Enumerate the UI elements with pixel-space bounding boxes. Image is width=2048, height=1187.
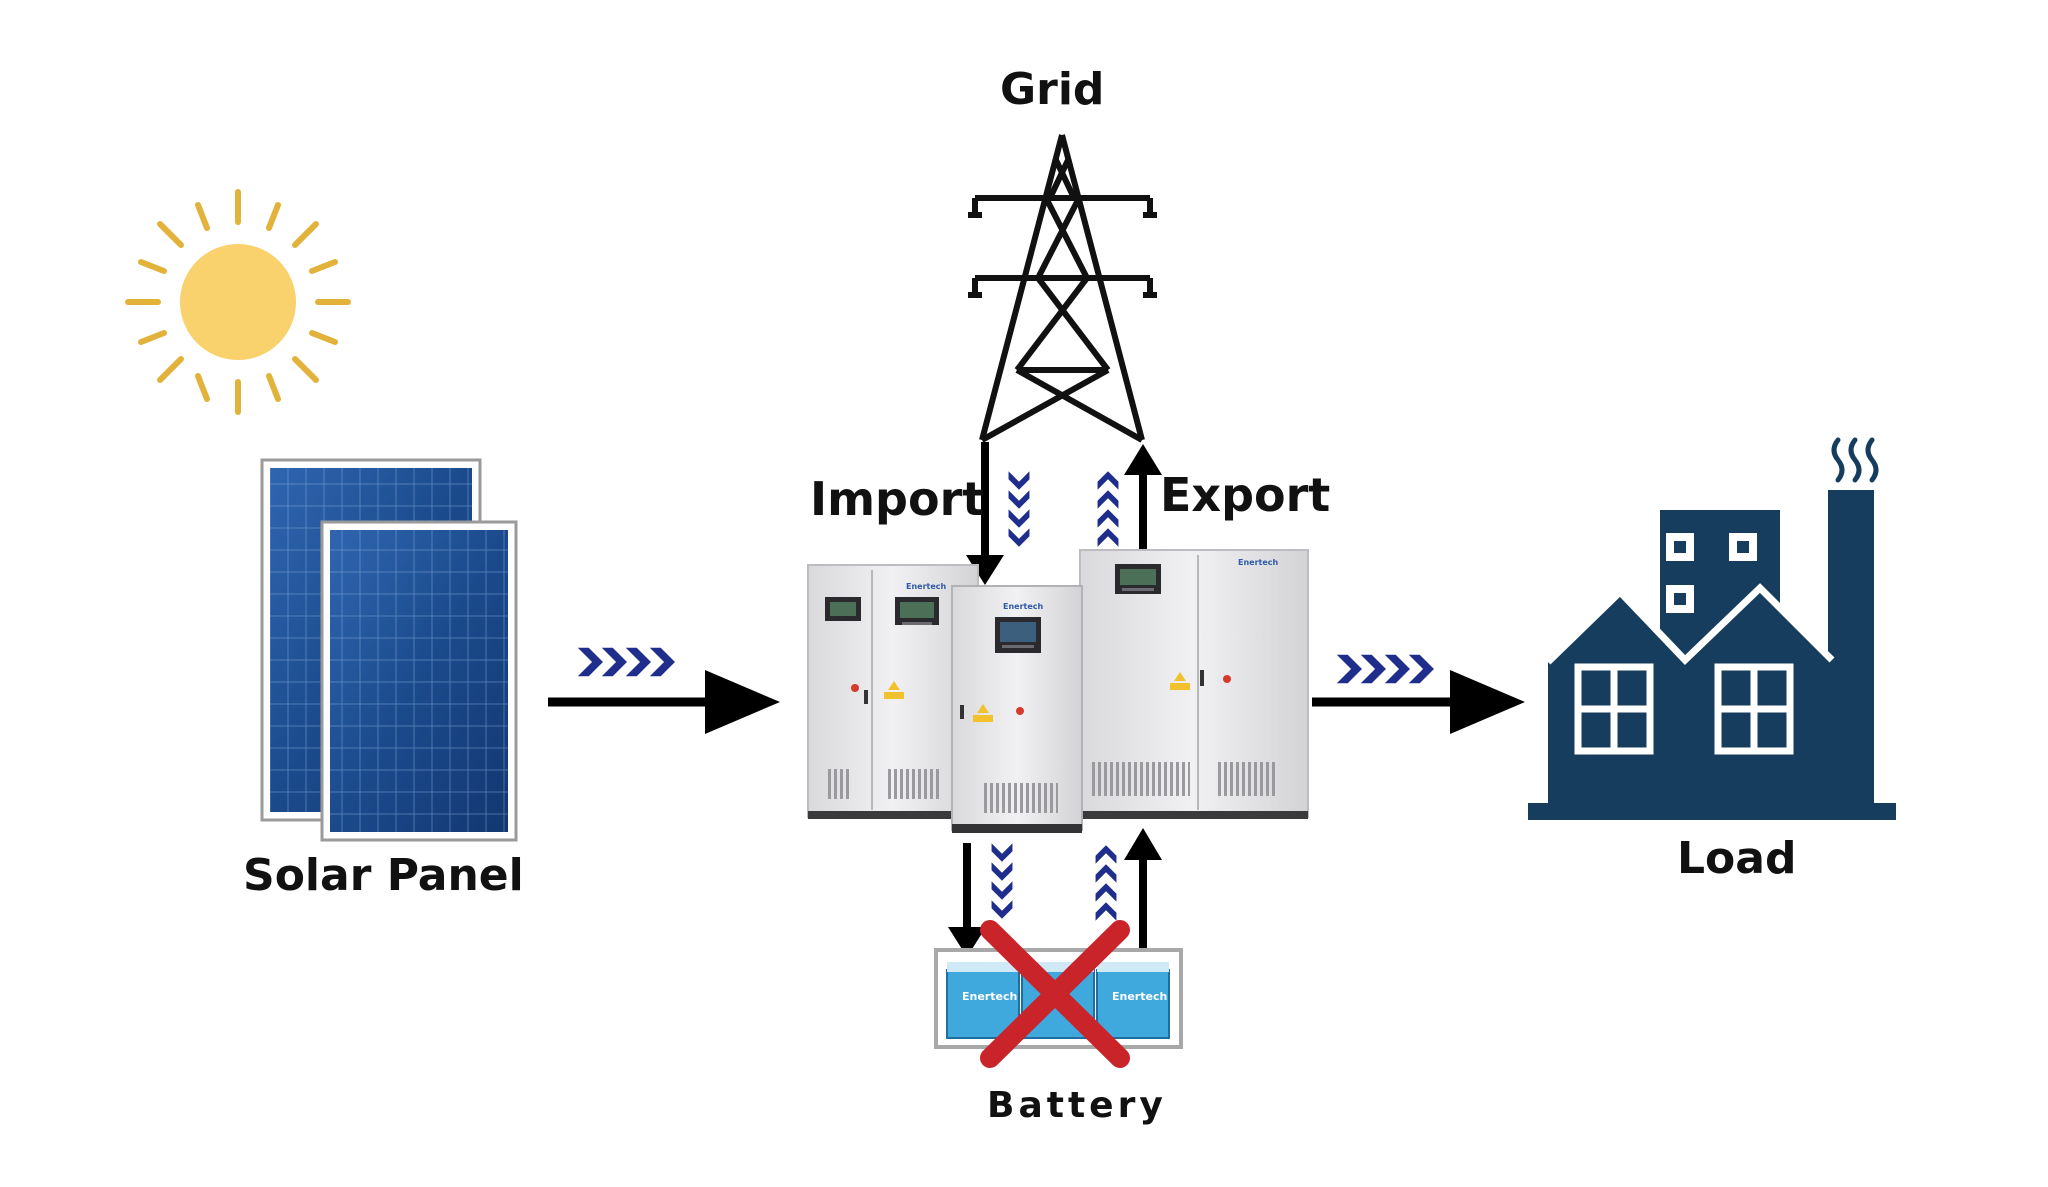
inverter-to-load-arrow	[1312, 670, 1525, 734]
battery-discharge-chevrons	[1094, 843, 1118, 922]
battery-charge-arrow	[948, 843, 986, 957]
transmission-tower-icon	[968, 134, 1157, 443]
solar-to-inverter-arrow	[548, 670, 780, 734]
export-arrow	[1124, 444, 1162, 550]
factory-icon	[1528, 437, 1896, 820]
chevron-icon	[576, 646, 677, 678]
cross-icon	[980, 920, 1130, 1068]
svg-text:Enertech: Enertech	[1112, 990, 1167, 1003]
svg-text:Enertech: Enertech	[1003, 602, 1044, 611]
export-chevrons	[1096, 469, 1120, 548]
svg-text:Enertech: Enertech	[906, 582, 947, 591]
solar-panel-icon	[260, 458, 518, 842]
solar-panel-label: Solar Panel	[243, 850, 524, 901]
battery-charge-chevrons	[990, 842, 1014, 921]
svg-text:Enertech: Enertech	[962, 990, 1017, 1003]
grid-label: Grid	[1000, 64, 1105, 115]
import-arrow	[966, 442, 1004, 585]
import-chevrons	[1007, 470, 1031, 549]
battery-discharge-arrow	[1124, 828, 1162, 955]
export-label: Export	[1160, 468, 1331, 522]
battery-label: Battery	[987, 1085, 1167, 1126]
chevron-icon	[1335, 653, 1436, 685]
inverter-cabinet-icon: Enertech Enertech Enertech	[807, 549, 1309, 833]
sun-icon	[125, 189, 351, 415]
load-label: Load	[1677, 833, 1797, 884]
svg-text:Enertech: Enertech	[1238, 558, 1279, 567]
import-label: Import	[810, 472, 985, 526]
